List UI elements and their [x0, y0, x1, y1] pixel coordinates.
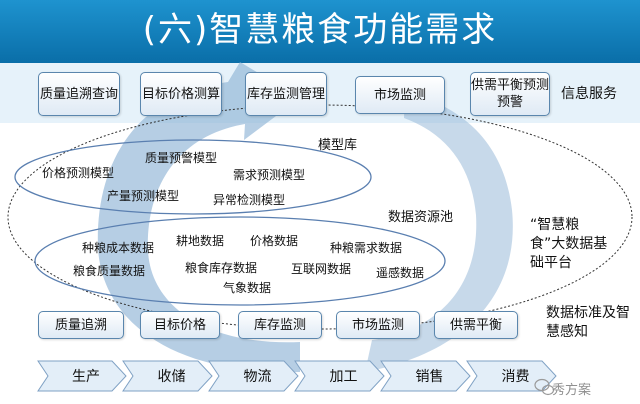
diagram-title: (六)智慧粮食功能需求 [142, 10, 498, 50]
title-banner: (六)智慧粮食功能需求 [0, 0, 640, 63]
bottom-box-target-price[interactable]: 目标价格 [140, 311, 220, 339]
platform-ellipse [7, 104, 633, 330]
chain-label-production: 生产 [72, 369, 100, 385]
model-price-forecast: 价格预测模型 [42, 166, 115, 180]
cycle-arrow-return [365, 92, 513, 372]
data-farmland: 耕地数据 [176, 234, 225, 248]
bottom-box-inventory-monitor[interactable]: 库存监测 [238, 311, 322, 339]
data-price: 价格数据 [250, 234, 299, 248]
info-service-label: 信息服务 [561, 86, 617, 102]
model-library-ellipse [14, 139, 372, 215]
watermark: 秀方案 [552, 383, 592, 398]
chain-label-processing: 加工 [329, 369, 358, 385]
function-box-price-calc[interactable]: 目标价格测算 [140, 72, 222, 116]
data-grain-inventory: 粮食库存数据 [185, 261, 258, 275]
platform-label: “智慧粮食”大数据基础平台 [530, 217, 608, 271]
chain-arrow-1 [37, 360, 127, 392]
chain-arrow-5 [380, 360, 471, 392]
bottom-box-quality-trace[interactable]: 质量追溯 [38, 311, 124, 339]
chain-arrow-3 [208, 360, 299, 392]
function-box-market-monitor[interactable]: 市场监测 [355, 76, 445, 114]
data-planting-cost: 种粮成本数据 [82, 241, 155, 255]
function-box-quality-query[interactable]: 质量追溯查询 [38, 72, 120, 116]
data-pool-ellipse [34, 216, 446, 306]
model-demand-forecast: 需求预测模型 [233, 168, 306, 182]
model-yield-forecast: 产量预测模型 [107, 189, 180, 203]
bottom-box-market-monitor[interactable]: 市场监测 [336, 311, 420, 339]
data-remote-sensing: 遥感数据 [376, 266, 425, 280]
chain-arrow-2 [122, 360, 213, 392]
bottom-box-supply-demand[interactable]: 供需平衡 [434, 311, 518, 339]
cycle-arrow [97, 62, 300, 373]
data-internet: 互联网数据 [291, 262, 352, 276]
chain-arrows [37, 360, 557, 392]
model-quality-warning: 质量预警模型 [145, 151, 218, 165]
model-anomaly-detection: 异常检测模型 [213, 193, 286, 207]
data-planting-demand: 种粮需求数据 [330, 241, 403, 255]
chain-label-storage: 收储 [157, 369, 186, 385]
function-box-inventory-mgmt[interactable]: 库存监测管理 [245, 72, 327, 116]
data-pool-label: 数据资源池 [388, 210, 454, 225]
chain-label-sales: 销售 [415, 369, 444, 385]
chain-label-logistics: 物流 [243, 369, 272, 385]
model-library-label: 模型库 [318, 138, 358, 153]
standards-label: 数据标准及智慧感知 [546, 305, 630, 340]
chain-label-consumption: 消费 [501, 369, 530, 385]
data-grain-quality: 粮食质量数据 [73, 264, 146, 278]
function-box-supply-demand-warning[interactable]: 供需平衡预测预警 [470, 72, 550, 116]
chain-arrow-4 [294, 360, 385, 392]
data-weather: 气象数据 [223, 281, 272, 295]
